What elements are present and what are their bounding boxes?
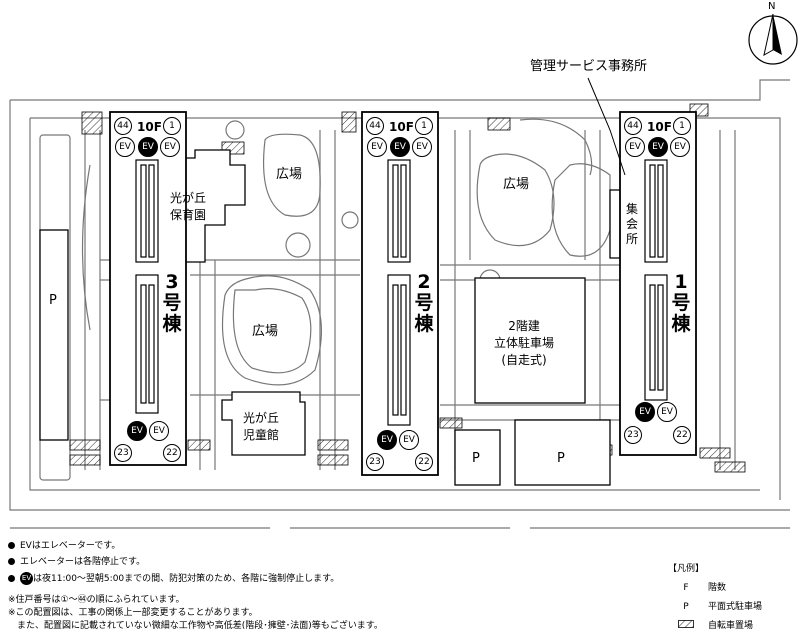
ev-icon: EV [160,137,180,157]
unit-44-b2: 44 [366,117,384,135]
bullet-icon [8,542,15,549]
note-item: また、配置図に記載されていない微細な工作物や高低差(階段･擁壁･法面)等もござい… [17,621,383,631]
legend-title: 【凡例】 [668,564,705,574]
bicycle-parking-hatch-icon [676,617,696,636]
parking-label: P [472,451,480,466]
north-label: N [768,1,776,12]
building-2-label: 2号棟 [414,271,434,335]
note-item: ※住戸番号は①～㊹の順にふられています。 [8,595,185,605]
bullet-icon [8,575,15,582]
assembly-hall-label: 集会所 [625,202,638,246]
ev-icon: EV [367,137,387,157]
floor-count-b3: 10F [137,120,162,134]
unit-23-b2: 23 [366,453,384,471]
nursery-label: 光が丘 保育園 [170,191,207,222]
floor-count-b2: 10F [389,120,414,134]
unit-1-b2: 1 [415,117,433,135]
ev-icon: EV [399,430,419,450]
unit-22-b1: 22 [673,426,691,444]
ev-night-icon: EV [138,137,158,157]
legend-item: 自転車置場 [668,617,798,636]
unit-23-b3: 23 [114,444,132,462]
ev-night-icon: EV [127,421,147,441]
north-arrow-icon [748,13,798,65]
unit-23-b1: 23 [624,426,642,444]
building-1-label: 1号棟 [671,271,691,335]
note-item: EVはエレベーターです。 [8,540,383,553]
bullet-icon [8,558,15,565]
ev-night-icon: EV [390,137,410,157]
ev-icon: EV [625,137,645,157]
unit-22-b3: 22 [163,444,181,462]
parking-label: P [49,293,57,308]
ev-night-icon: EV [648,137,668,157]
unit-1-b1: 1 [673,117,691,135]
unit-44-b1: 44 [624,117,642,135]
unit-1-b3: 1 [163,117,181,135]
childrens-hall-label: 光が丘 児童館 [243,411,280,442]
plaza-label: 広場 [252,324,279,339]
floor-count-b1: 10F [647,120,672,134]
ev-icon: EV [657,402,677,422]
unit-44-b3: 44 [114,117,132,135]
ev-icon: EV [670,137,690,157]
building-3-label: 3号棟 [162,271,182,335]
ev-night-icon: EV [20,572,33,585]
parking-garage-label: 2階建 立体駐車場 (自走式) [494,319,555,367]
legend-symbol: F [683,583,689,593]
plaza-label: 広場 [276,167,303,182]
note-item: エレベーターは各階停止です。 [8,556,383,569]
ev-icon: EV [149,421,169,441]
plaza-label: 広場 [503,177,530,192]
ev-night-icon: EV [377,430,397,450]
legend-symbol: P [683,602,689,612]
parking-label: P [557,451,565,466]
ev-icon: EV [412,137,432,157]
management-office-label: 管理サービス事務所 [530,59,648,74]
unit-22-b2: 22 [415,453,433,471]
note-item: ※この配置図は、工事の関係上一部変更することがあります。 [8,608,258,618]
ev-night-icon: EV [635,402,655,422]
ev-icon: EV [115,137,135,157]
